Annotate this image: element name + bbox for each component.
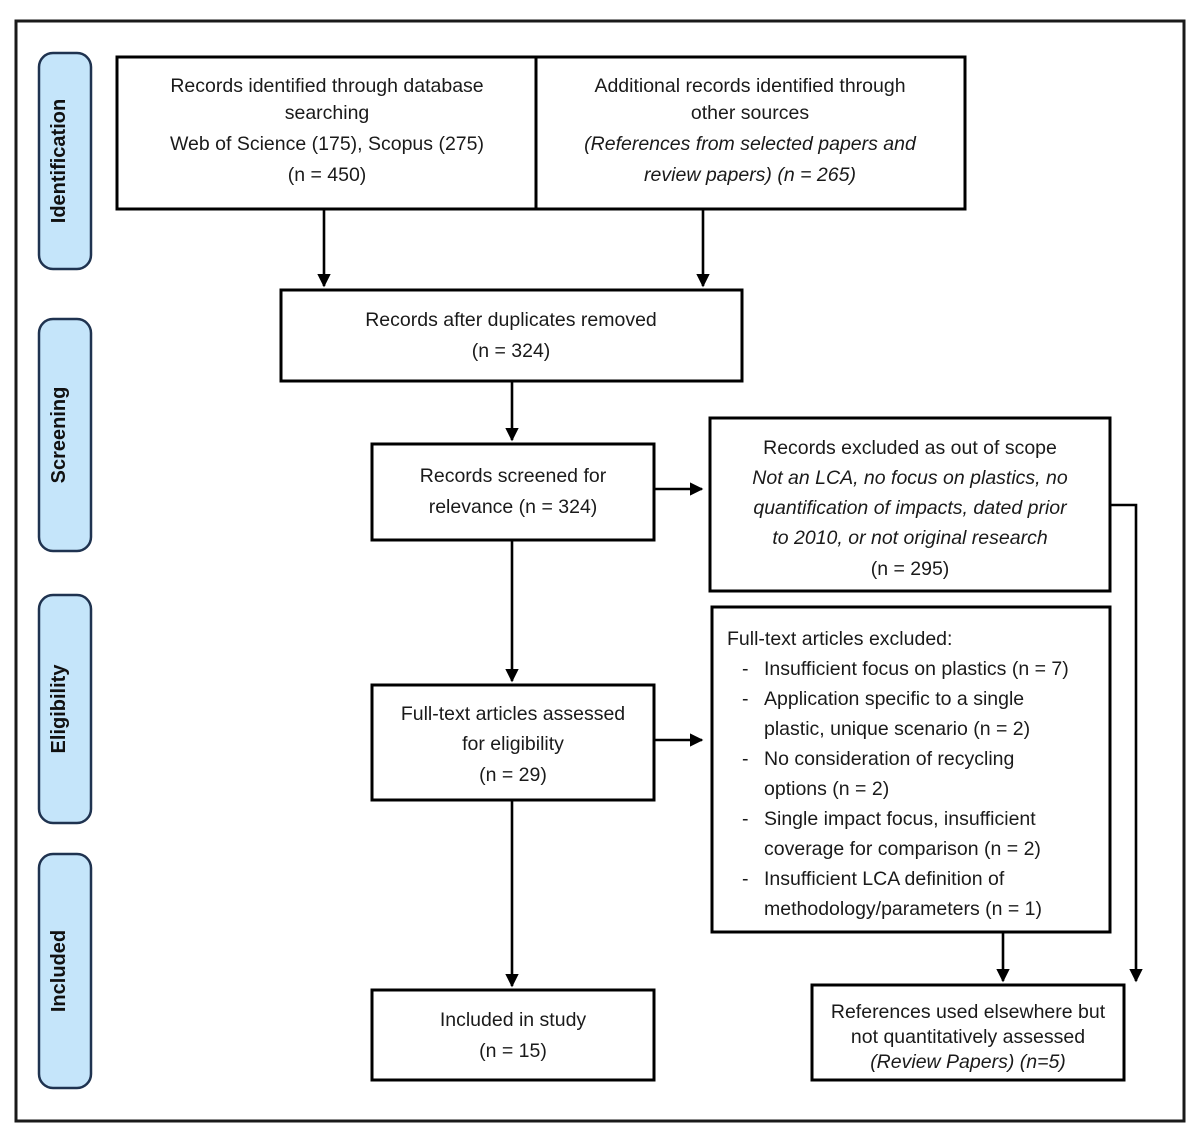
bullet-marker: - bbox=[742, 808, 749, 830]
exclusion-item-cont: coverage for comparison (n = 2) bbox=[764, 838, 1041, 860]
exclusion-list-heading: Full-text articles excluded: bbox=[727, 628, 952, 650]
node-line: (n = 29) bbox=[479, 764, 547, 786]
node-line: not quantitatively assessed bbox=[851, 1026, 1085, 1048]
node-line: Records after duplicates removed bbox=[365, 309, 657, 331]
node-line: to 2010, or not original research bbox=[772, 527, 1047, 549]
node-line: searching bbox=[285, 102, 370, 124]
bullet-marker: - bbox=[742, 658, 749, 680]
connector-excluded-to-references bbox=[1110, 503, 1143, 983]
stage-badge-label: Identification bbox=[48, 99, 70, 223]
stage-badge-identification: Identification bbox=[37, 51, 93, 271]
node-line: for eligibility bbox=[462, 733, 564, 755]
node-line: Records identified through database bbox=[170, 75, 483, 97]
exclusion-item-cont: methodology/parameters (n = 1) bbox=[764, 898, 1042, 920]
node-fulltext-excluded: Full-text articles excluded: - Insuffici… bbox=[710, 605, 1112, 934]
node-line: Included in study bbox=[440, 1009, 587, 1031]
stage-badge-label: Screening bbox=[48, 387, 70, 484]
node-line: Web of Science (175), Scopus (275) bbox=[170, 133, 484, 155]
node-line: other sources bbox=[691, 102, 809, 124]
exclusion-item: Insufficient focus on plastics (n = 7) bbox=[764, 658, 1069, 680]
node-line: review papers) (n = 265) bbox=[644, 164, 856, 186]
node-records-screened: Records screened for relevance (n = 324) bbox=[370, 442, 656, 542]
exclusion-item: No consideration of recycling bbox=[764, 748, 1014, 770]
node-line: (n = 295) bbox=[871, 558, 950, 580]
node-duplicates-removed: Records after duplicates removed (n = 32… bbox=[279, 288, 744, 383]
bullet-marker: - bbox=[742, 688, 749, 710]
node-records-excluded: Records excluded as out of scope Not an … bbox=[708, 416, 1112, 593]
bullet-marker: - bbox=[742, 748, 749, 770]
exclusion-item-cont: options (n = 2) bbox=[764, 778, 889, 800]
node-database-search: Records identified through database sear… bbox=[115, 55, 540, 211]
node-line: (Review Papers) (n=5) bbox=[870, 1051, 1066, 1073]
stage-badge-label: Eligibility bbox=[48, 664, 70, 754]
node-line: Additional records identified through bbox=[594, 75, 905, 97]
node-line: (n = 450) bbox=[288, 164, 367, 186]
stage-badge-included: Included bbox=[37, 852, 93, 1090]
node-line: (n = 15) bbox=[479, 1040, 547, 1062]
node-references-elsewhere: References used elsewhere but not quanti… bbox=[810, 983, 1126, 1082]
diagram-frame bbox=[14, 19, 1186, 1123]
node-line: Records screened for bbox=[420, 465, 607, 487]
exclusion-item: Single impact focus, insufficient bbox=[764, 808, 1036, 830]
exclusion-item: Application specific to a single bbox=[764, 688, 1024, 710]
node-included-in-study: Included in study (n = 15) bbox=[370, 988, 656, 1082]
stage-badge-eligibility: Eligibility bbox=[37, 593, 93, 825]
node-line: References used elsewhere but bbox=[831, 1001, 1106, 1023]
node-line: quantification of impacts, dated prior bbox=[753, 497, 1068, 519]
node-other-sources: Additional records identified through ot… bbox=[534, 55, 967, 211]
node-fulltext-assessed: Full-text articles assessed for eligibil… bbox=[370, 683, 656, 802]
node-line: Full-text articles assessed bbox=[401, 703, 625, 725]
stage-badge-screening: Screening bbox=[37, 317, 93, 553]
exclusion-item-cont: plastic, unique scenario (n = 2) bbox=[764, 718, 1030, 740]
stage-badge-label: Included bbox=[48, 930, 70, 1012]
bullet-marker: - bbox=[742, 868, 749, 890]
exclusion-item: Insufficient LCA definition of bbox=[764, 868, 1005, 890]
node-line: relevance (n = 324) bbox=[429, 496, 598, 518]
node-line: (n = 324) bbox=[472, 340, 551, 362]
node-line: Records excluded as out of scope bbox=[763, 437, 1057, 459]
node-line: (References from selected papers and bbox=[584, 133, 917, 155]
node-line: Not an LCA, no focus on plastics, no bbox=[752, 467, 1068, 489]
